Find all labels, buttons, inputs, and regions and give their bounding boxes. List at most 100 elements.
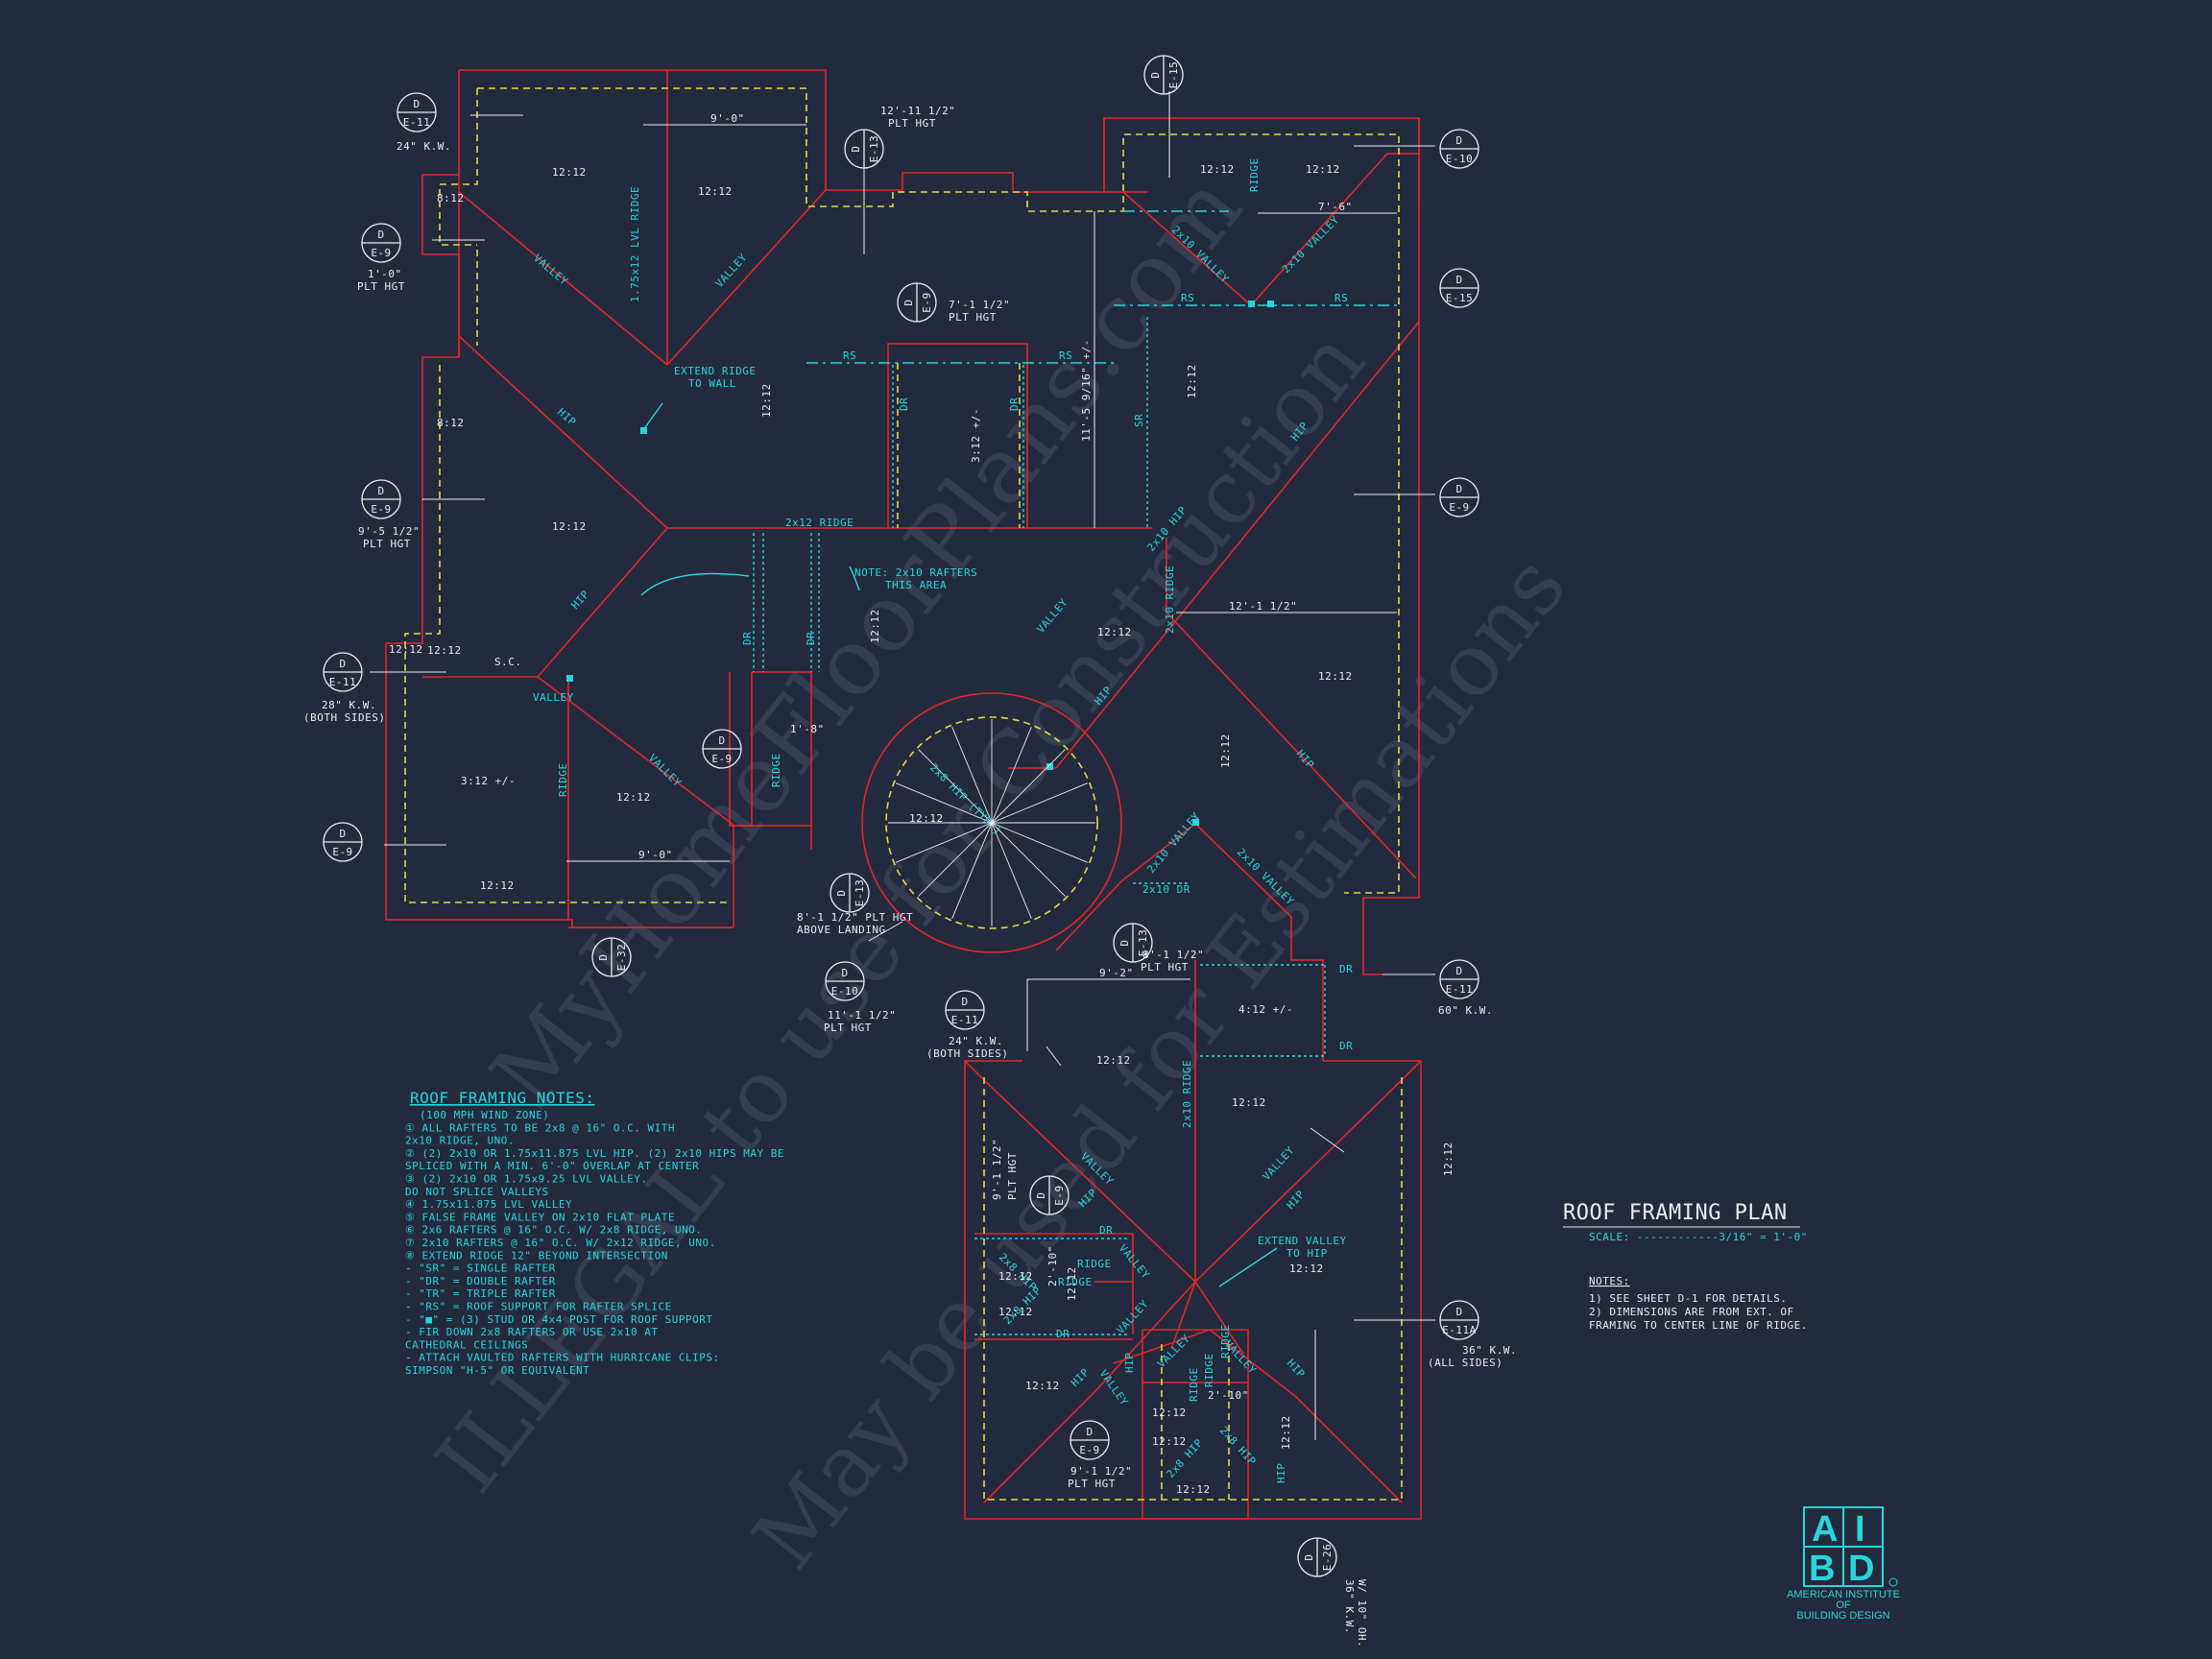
framing-annotations: EXTEND RIDGE TO WALL NOTE: 2x10 RAFTERS … <box>494 365 1346 1260</box>
svg-text:12:12: 12:12 <box>869 609 881 643</box>
svg-text:E-26: E-26 <box>1321 1544 1334 1572</box>
svg-text:E-13: E-13 <box>1137 929 1149 957</box>
svg-text:2x10 VALLEY: 2x10 VALLEY <box>1280 214 1342 276</box>
detail-tag[interactable]: DE-11 <box>397 92 437 132</box>
logo-text-line3: BUILDING DESIGN <box>1796 1610 1889 1622</box>
framing-note-line: ⑥ 2x6 RAFTERS @ 16" O.C. W/ 2x8 RIDGE, U… <box>405 1224 703 1237</box>
svg-text:9'-0": 9'-0" <box>638 849 673 861</box>
svg-text:12:12: 12:12 <box>1306 163 1340 176</box>
svg-text:D: D <box>1035 1191 1047 1198</box>
svg-text:DR: DR <box>1339 963 1353 975</box>
detail-tag[interactable]: DE-11A <box>1439 1300 1479 1340</box>
svg-text:THIS AREA: THIS AREA <box>885 579 947 591</box>
svg-text:E-10: E-10 <box>831 985 859 998</box>
stair-spoke <box>991 822 1066 897</box>
detail-tag[interactable]: D E-13 <box>1113 923 1153 963</box>
svg-text:12:12: 12:12 <box>1442 1142 1455 1176</box>
svg-text:12:12: 12:12 <box>1318 670 1353 683</box>
svg-text:E-11: E-11 <box>1446 983 1474 996</box>
svg-text:E-15: E-15 <box>1446 292 1474 304</box>
detail-tag[interactable]: DE-9 <box>361 479 401 519</box>
svg-text:HIP: HIP <box>1285 1357 1308 1381</box>
svg-text:DR: DR <box>741 632 754 645</box>
svg-text:VALLEY: VALLEY <box>531 252 570 287</box>
svg-text:12:12: 12:12 <box>480 879 515 892</box>
svg-text:12:12: 12:12 <box>1066 1266 1078 1301</box>
svg-text:DR: DR <box>1056 1328 1070 1340</box>
detail-tag[interactable]: DE-11 <box>945 990 985 1030</box>
detail-tag[interactable]: DE-11 <box>1439 959 1479 999</box>
detail-tag[interactable]: DE-9 <box>702 729 742 769</box>
svg-text:E-32: E-32 <box>615 944 628 972</box>
svg-text:12:12: 12:12 <box>1219 733 1232 768</box>
svg-text:D: D <box>1118 939 1131 946</box>
svg-text:8:12: 8:12 <box>437 417 465 429</box>
svg-text:12:12: 12:12 <box>1200 163 1235 176</box>
svg-text:E-13: E-13 <box>868 135 880 163</box>
svg-text:12:12: 12:12 <box>1176 1483 1211 1496</box>
stair-spoke <box>896 782 993 824</box>
svg-text:12'-11 1/2": 12'-11 1/2" <box>880 105 955 117</box>
svg-text:E-9: E-9 <box>1053 1185 1066 1205</box>
pitch-labels: 12:12 12:12 12:12 8:12 8:12 12:12 12:12 … <box>389 163 1455 1496</box>
detail-tag[interactable]: DE-9 <box>1439 477 1479 517</box>
svg-text:D: D <box>377 485 384 497</box>
detail-tag[interactable]: DE-10 <box>825 961 865 1001</box>
svg-text:2x10 RIDGE: 2x10 RIDGE <box>1164 565 1176 634</box>
aibd-logo: A I B D AMERICAN INSTITUTE OF BUILDING D… <box>1787 1506 1900 1622</box>
detail-tag[interactable]: DE-9 <box>361 223 401 263</box>
svg-text:1'-8": 1'-8" <box>790 723 825 735</box>
detail-tag[interactable]: DE-9 <box>323 822 363 862</box>
sheet-note-line: 2) DIMENSIONS ARE FROM EXT. OF <box>1589 1306 1794 1318</box>
roof-outline <box>385 69 1422 1520</box>
svg-text:1'-0": 1'-0" <box>368 268 402 280</box>
svg-text:DR: DR <box>805 632 817 645</box>
sheet-note-line: 1) SEE SHEET D-1 FOR DETAILS. <box>1589 1292 1788 1305</box>
svg-text:11'-1 1/2": 11'-1 1/2" <box>828 1009 896 1022</box>
svg-text:PLT HGT: PLT HGT <box>824 1022 872 1034</box>
svg-text:12:12: 12:12 <box>552 520 587 533</box>
detail-tag[interactable]: DE-9 <box>1070 1420 1110 1460</box>
detail-tag[interactable]: DE-10 <box>1439 129 1479 169</box>
svg-text:12:12: 12:12 <box>552 166 587 179</box>
svg-text:2x8 HIP: 2x8 HIP <box>1217 1424 1259 1468</box>
svg-text:36" K.W.: 36" K.W. <box>1462 1344 1517 1357</box>
svg-text:RS: RS <box>1059 349 1072 362</box>
svg-text:PLT HGT: PLT HGT <box>1068 1478 1116 1490</box>
svg-text:9'-0": 9'-0" <box>710 112 745 125</box>
svg-text:9'-1 1/2": 9'-1 1/2" <box>991 1139 1003 1200</box>
stair-spoke <box>918 749 993 824</box>
stair-spoke <box>991 727 1032 824</box>
svg-text:RIDGE: RIDGE <box>1058 1276 1093 1288</box>
svg-text:12:12: 12:12 <box>698 185 733 198</box>
svg-text:12:12: 12:12 <box>1280 1415 1292 1450</box>
detail-tag[interactable]: DE-15 <box>1439 268 1479 308</box>
svg-text:1.75x12 LVL RIDGE: 1.75x12 LVL RIDGE <box>629 186 641 302</box>
plan-scale: SCALE: ------------3/16" = 1'-0" <box>1589 1231 1808 1243</box>
svg-text:D: D <box>1149 71 1162 78</box>
svg-text:D: D <box>718 734 725 747</box>
detail-tag[interactable]: D E-9 <box>1029 1175 1070 1215</box>
svg-text:HIP: HIP <box>555 406 579 429</box>
svg-text:HIP: HIP <box>1123 1353 1136 1373</box>
svg-text:VALLEY: VALLEY <box>1155 1333 1192 1370</box>
svg-text:RIDGE: RIDGE <box>1203 1353 1215 1387</box>
svg-text:2'-10": 2'-10" <box>1046 1245 1059 1286</box>
stair-spoke <box>991 822 1088 863</box>
svg-text:(ALL SIDES): (ALL SIDES) <box>1428 1357 1503 1369</box>
framing-note-line: - "RS" = ROOF SUPPORT FOR RAFTER SPLICE <box>405 1301 672 1313</box>
sheet-note-line: FRAMING TO CENTER LINE OF RIDGE. <box>1589 1319 1808 1332</box>
stair-spoke <box>951 727 993 824</box>
svg-text:E-11: E-11 <box>951 1014 979 1026</box>
svg-text:RIDGE: RIDGE <box>1248 157 1261 192</box>
svg-text:RS: RS <box>843 349 856 362</box>
detail-tag[interactable]: DE-11 <box>323 652 363 692</box>
